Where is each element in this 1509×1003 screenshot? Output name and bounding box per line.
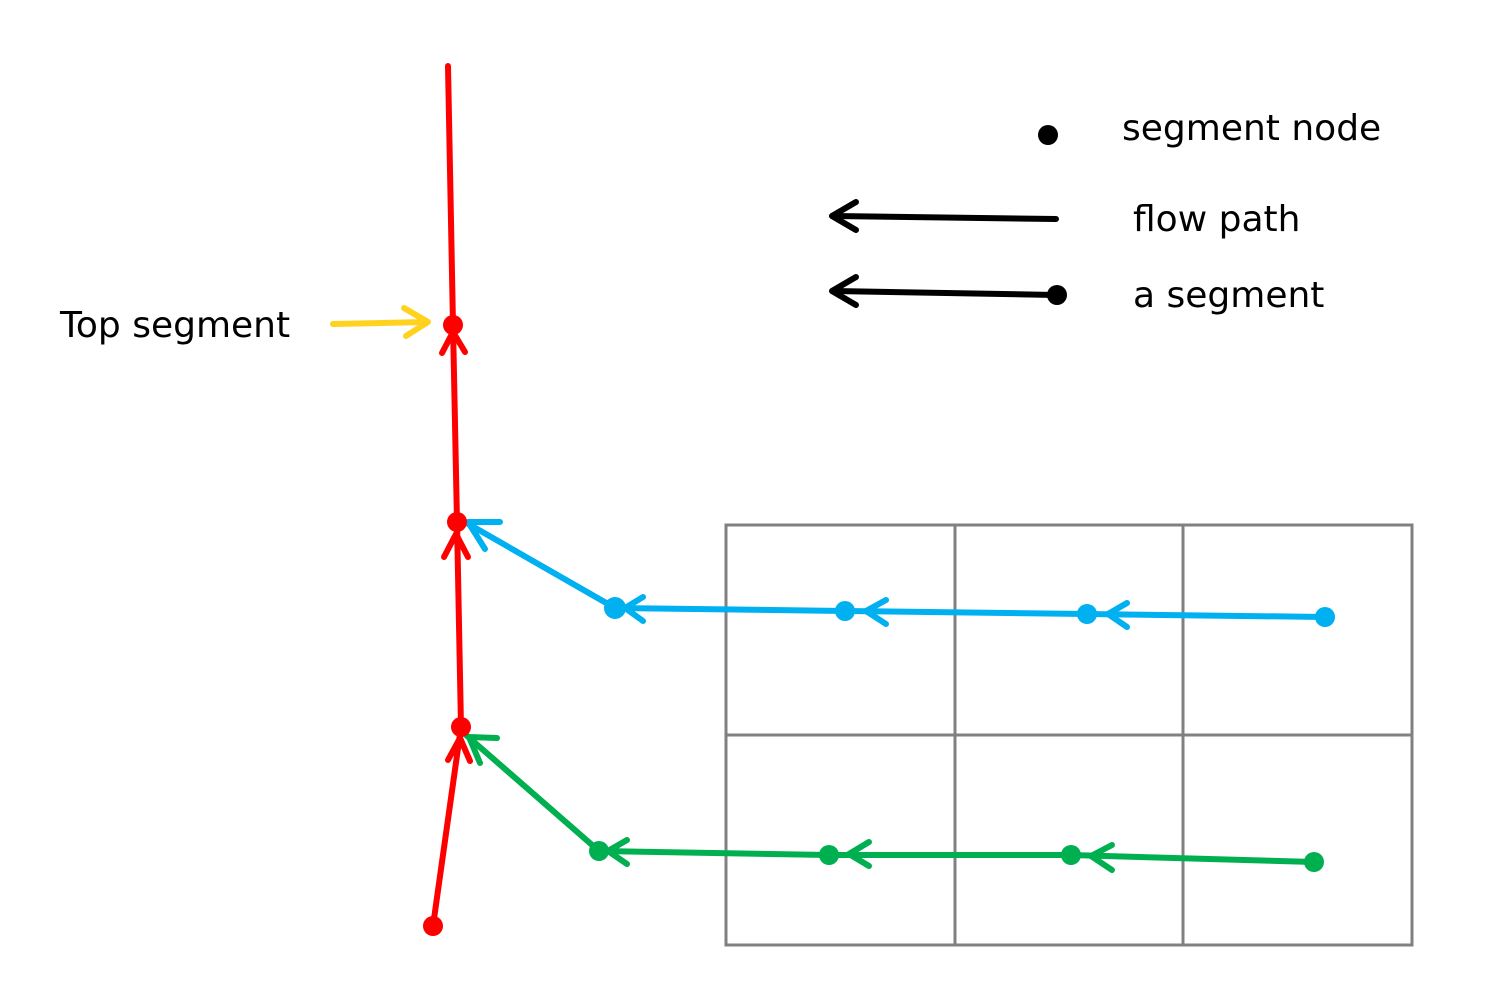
upper-branch-arrowhead-2 [863, 597, 889, 627]
upper-branch-nodes [604, 597, 1335, 627]
segment-node [835, 601, 855, 621]
upper-branch-arrowhead-1 [1105, 600, 1130, 630]
main-stem-arrowhead-1 [445, 735, 473, 764]
upper-branch [462, 519, 1328, 630]
legend-flow-path-symbol [829, 199, 1059, 233]
main-stem-path [430, 63, 464, 929]
main-stem [430, 63, 473, 929]
segment-node [1077, 604, 1097, 624]
lower-branch-nodes [589, 841, 1324, 872]
lower-branch-arrowhead-2 [846, 839, 872, 869]
top-segment-pointer [330, 305, 431, 339]
segment-node [1061, 845, 1081, 865]
segment-node [423, 916, 443, 936]
pointer-shaft [330, 319, 429, 327]
segment-node [589, 841, 609, 861]
lower-branch-arrowhead-1 [1088, 842, 1115, 873]
legend-flow-path-label: flow path [1133, 199, 1300, 240]
segment-node [604, 597, 626, 619]
upper-branch-path [462, 519, 1328, 620]
lower-branch-arrowhead-4 [466, 734, 500, 766]
main-stem-arrowhead-2 [441, 531, 471, 560]
legend-segment-symbol [829, 274, 1059, 308]
legend-segment-node [1047, 285, 1067, 305]
upper-branch-arrowhead-4 [465, 519, 503, 552]
segment-node [1304, 852, 1324, 872]
pointer-arrowhead [401, 305, 431, 339]
segment-node [447, 512, 467, 532]
segment-node [1315, 607, 1335, 627]
legend-node-symbol [1038, 125, 1058, 145]
legend: segment node flow path a segment [829, 108, 1381, 316]
legend-segment-label: a segment [1133, 275, 1324, 316]
segment-node [451, 717, 471, 737]
top-segment-node [443, 315, 463, 335]
main-stem-nodes [423, 315, 471, 936]
grid [724, 523, 1414, 947]
segment-node [819, 845, 839, 865]
top-segment-label: Top segment [59, 305, 290, 346]
legend-node-label: segment node [1122, 108, 1381, 149]
